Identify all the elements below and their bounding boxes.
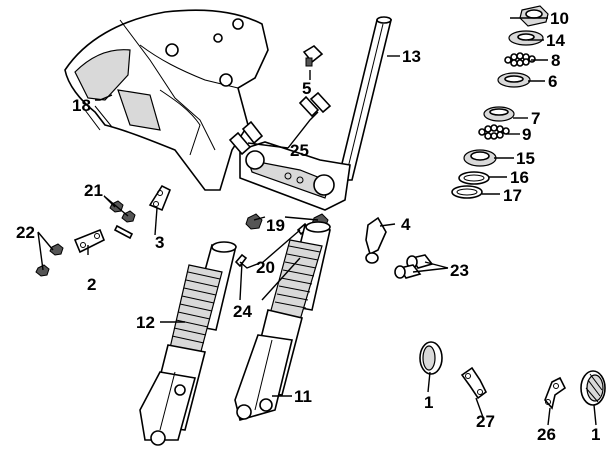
label-part-24: 24: [233, 302, 252, 321]
label-part-13: 13: [402, 47, 421, 66]
label-part-21: 21: [84, 181, 103, 200]
label-part-7: 7: [531, 109, 540, 128]
label-part-19: 19: [266, 216, 285, 235]
label-part-17: 17: [503, 186, 522, 205]
steering-stem-part: [239, 16, 393, 211]
label-part-11: 11: [294, 387, 312, 406]
label-part-8: 8: [551, 51, 560, 70]
ball-ring-8: [504, 52, 536, 67]
part-number-labels: 10 14 8 6 7 9 15 16 17 13 5 25 18 21 3 2…: [16, 9, 600, 444]
label-part-9: 9: [522, 125, 531, 144]
bracket-part-3: [148, 184, 172, 212]
label-part-12: 12: [136, 313, 155, 332]
bolt-pair-25-bottom: [228, 120, 264, 156]
label-part-25: 25: [290, 141, 309, 160]
label-part-23: 23: [450, 261, 469, 280]
label-part-6: 6: [548, 72, 557, 91]
front-cover-part: [64, 9, 269, 191]
leader-lines: [37, 17, 597, 426]
label-part-1a: 1: [424, 393, 433, 412]
label-part-27: 27: [476, 412, 495, 431]
bracket-part-26: [544, 376, 567, 410]
fork-boot-ribs-left: [171, 271, 221, 344]
reflector-1a: [419, 341, 443, 375]
label-part-20: 20: [256, 258, 275, 277]
label-part-2: 2: [87, 275, 96, 294]
label-part-22: 22: [16, 223, 35, 242]
ball-ring-9: [478, 124, 510, 140]
bolt-pair-25-top: [298, 91, 332, 118]
bracket-part-2: [73, 228, 106, 254]
clip-part-4: [365, 216, 387, 264]
label-part-14: 14: [546, 31, 565, 50]
fork-boot-ribs-right: [274, 245, 321, 309]
label-part-26: 26: [537, 425, 556, 444]
nuts-22: [35, 243, 64, 277]
fork-tube-right: [234, 221, 331, 421]
clip-part: [302, 44, 324, 67]
bearing-stack: [451, 5, 549, 199]
bracket-part-27: [460, 366, 488, 400]
bolts-23: [394, 254, 434, 279]
reflector-1b: [580, 370, 606, 406]
label-part-18: 18: [72, 96, 91, 115]
label-part-3: 3: [155, 233, 164, 252]
label-part-16: 16: [510, 168, 529, 187]
pin-24: [234, 253, 248, 268]
fork-tube-left: [139, 241, 237, 446]
label-part-15: 15: [516, 149, 535, 168]
label-part-5: 5: [302, 79, 311, 98]
label-part-10: 10: [550, 9, 569, 28]
label-part-1b: 1: [591, 425, 600, 444]
label-part-4: 4: [401, 215, 411, 234]
